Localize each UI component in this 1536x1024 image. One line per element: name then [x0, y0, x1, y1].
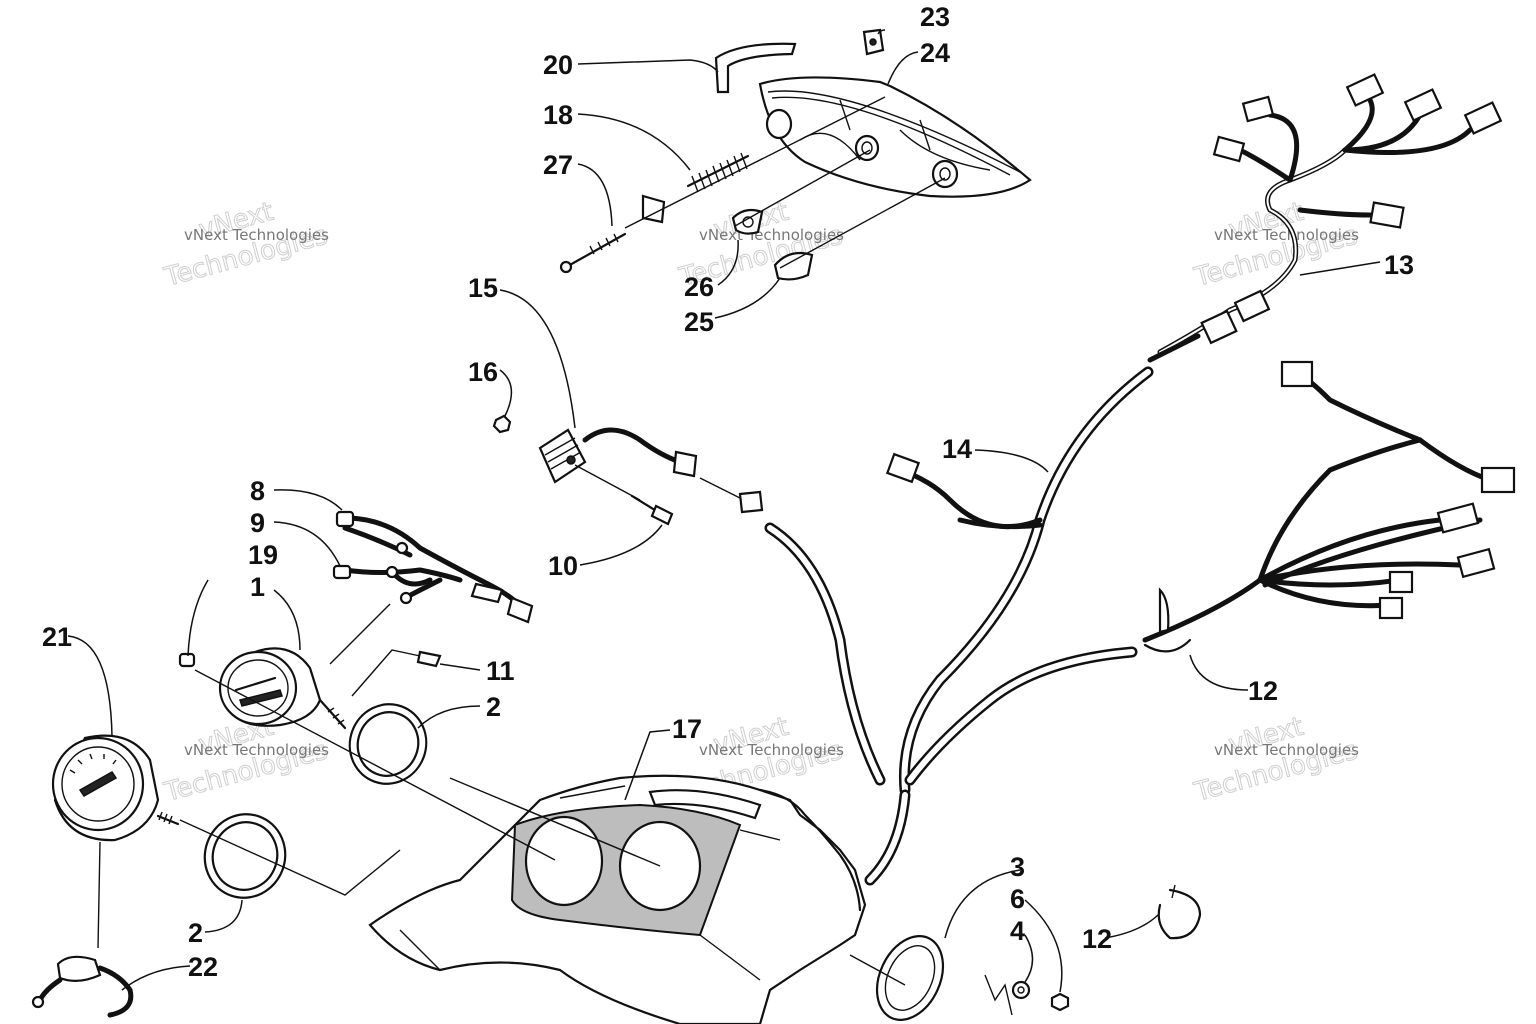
assembly-lines: [97, 96, 946, 986]
washer-4: [1011, 980, 1031, 1000]
bulb-19: [178, 652, 196, 668]
callout-24: 24: [920, 38, 950, 68]
watermark-bottom-right: vNext Technologies vNext Technologies: [1190, 711, 1361, 808]
bulb-11: [329, 603, 442, 697]
callout-2-lower: 2: [188, 918, 203, 948]
callout-1: 1: [250, 572, 265, 602]
clip-23: [862, 28, 885, 56]
pilot-light-22: [31, 955, 134, 1018]
gauge-1: [218, 647, 347, 730]
svg-text:vNext Technologies: vNext Technologies: [184, 741, 329, 759]
callout-labels: 23 24 20 18 27 26 25 13 15 16 14 8 9 19 …: [42, 2, 1414, 982]
wiring-harness-13: [1157, 73, 1503, 355]
nut-16: [492, 414, 512, 434]
svg-text:vNext Technologies: vNext Technologies: [699, 226, 844, 244]
wiring-harness-12: [1142, 360, 1516, 653]
bezel-ring-lower: [203, 813, 287, 899]
callout-14: 14: [942, 434, 972, 464]
svg-text:vNext Technologies: vNext Technologies: [184, 226, 329, 244]
svg-text:vNext Technologies: vNext Technologies: [1214, 741, 1359, 759]
adjusting-screw-27: [559, 194, 666, 274]
callout-12-lower: 12: [1082, 924, 1112, 954]
callout-21: 21: [42, 622, 72, 652]
callout-9: 9: [250, 508, 265, 538]
console-17: [368, 774, 867, 1024]
headlight-assembly: [758, 76, 1032, 198]
main-harness-14: [738, 333, 1201, 886]
callout-2-upper: 2: [486, 692, 501, 722]
callout-20: 20: [543, 50, 573, 80]
spring-18: [686, 152, 750, 193]
clamp-12: [1157, 884, 1202, 940]
callout-3: 3: [1010, 852, 1025, 882]
watermark-top-right: vNext Technologies vNext Technologies: [1190, 196, 1361, 293]
callout-23: 23: [920, 2, 950, 32]
callout-11: 11: [486, 656, 515, 686]
callout-25: 25: [684, 307, 714, 337]
callout-6: 6: [1010, 884, 1025, 914]
gauge-21: [51, 734, 180, 842]
callout-15: 15: [468, 273, 498, 303]
callout-leaders: [67, 29, 1381, 993]
callout-18: 18: [543, 100, 573, 130]
watermark-top-left: vNext Technologies vNext Technologies: [160, 196, 331, 293]
callout-13: 13: [1384, 250, 1414, 280]
voltage-regulator-15: [538, 427, 698, 484]
callout-10: 10: [548, 551, 578, 581]
callout-17: 17: [672, 714, 702, 744]
bezel-ring-upper: [348, 703, 428, 785]
callout-12-right: 12: [1248, 676, 1278, 706]
trim-strip-20: [714, 42, 797, 94]
switch-3: [875, 935, 1013, 1021]
gauge-harness: [332, 510, 534, 624]
retainer-25: [773, 251, 814, 281]
callout-19: 19: [248, 540, 278, 570]
callout-26: 26: [684, 272, 714, 302]
callout-27: 27: [543, 150, 573, 180]
callout-22: 22: [188, 952, 218, 982]
nut-6: [1050, 992, 1070, 1012]
bolt-10: [630, 494, 674, 526]
callout-4: 4: [1010, 916, 1025, 946]
callout-8: 8: [250, 476, 265, 506]
callout-16: 16: [468, 357, 498, 387]
svg-text:vNext Technologies: vNext Technologies: [1214, 226, 1359, 244]
svg-text:vNext Technologies: vNext Technologies: [699, 741, 844, 759]
